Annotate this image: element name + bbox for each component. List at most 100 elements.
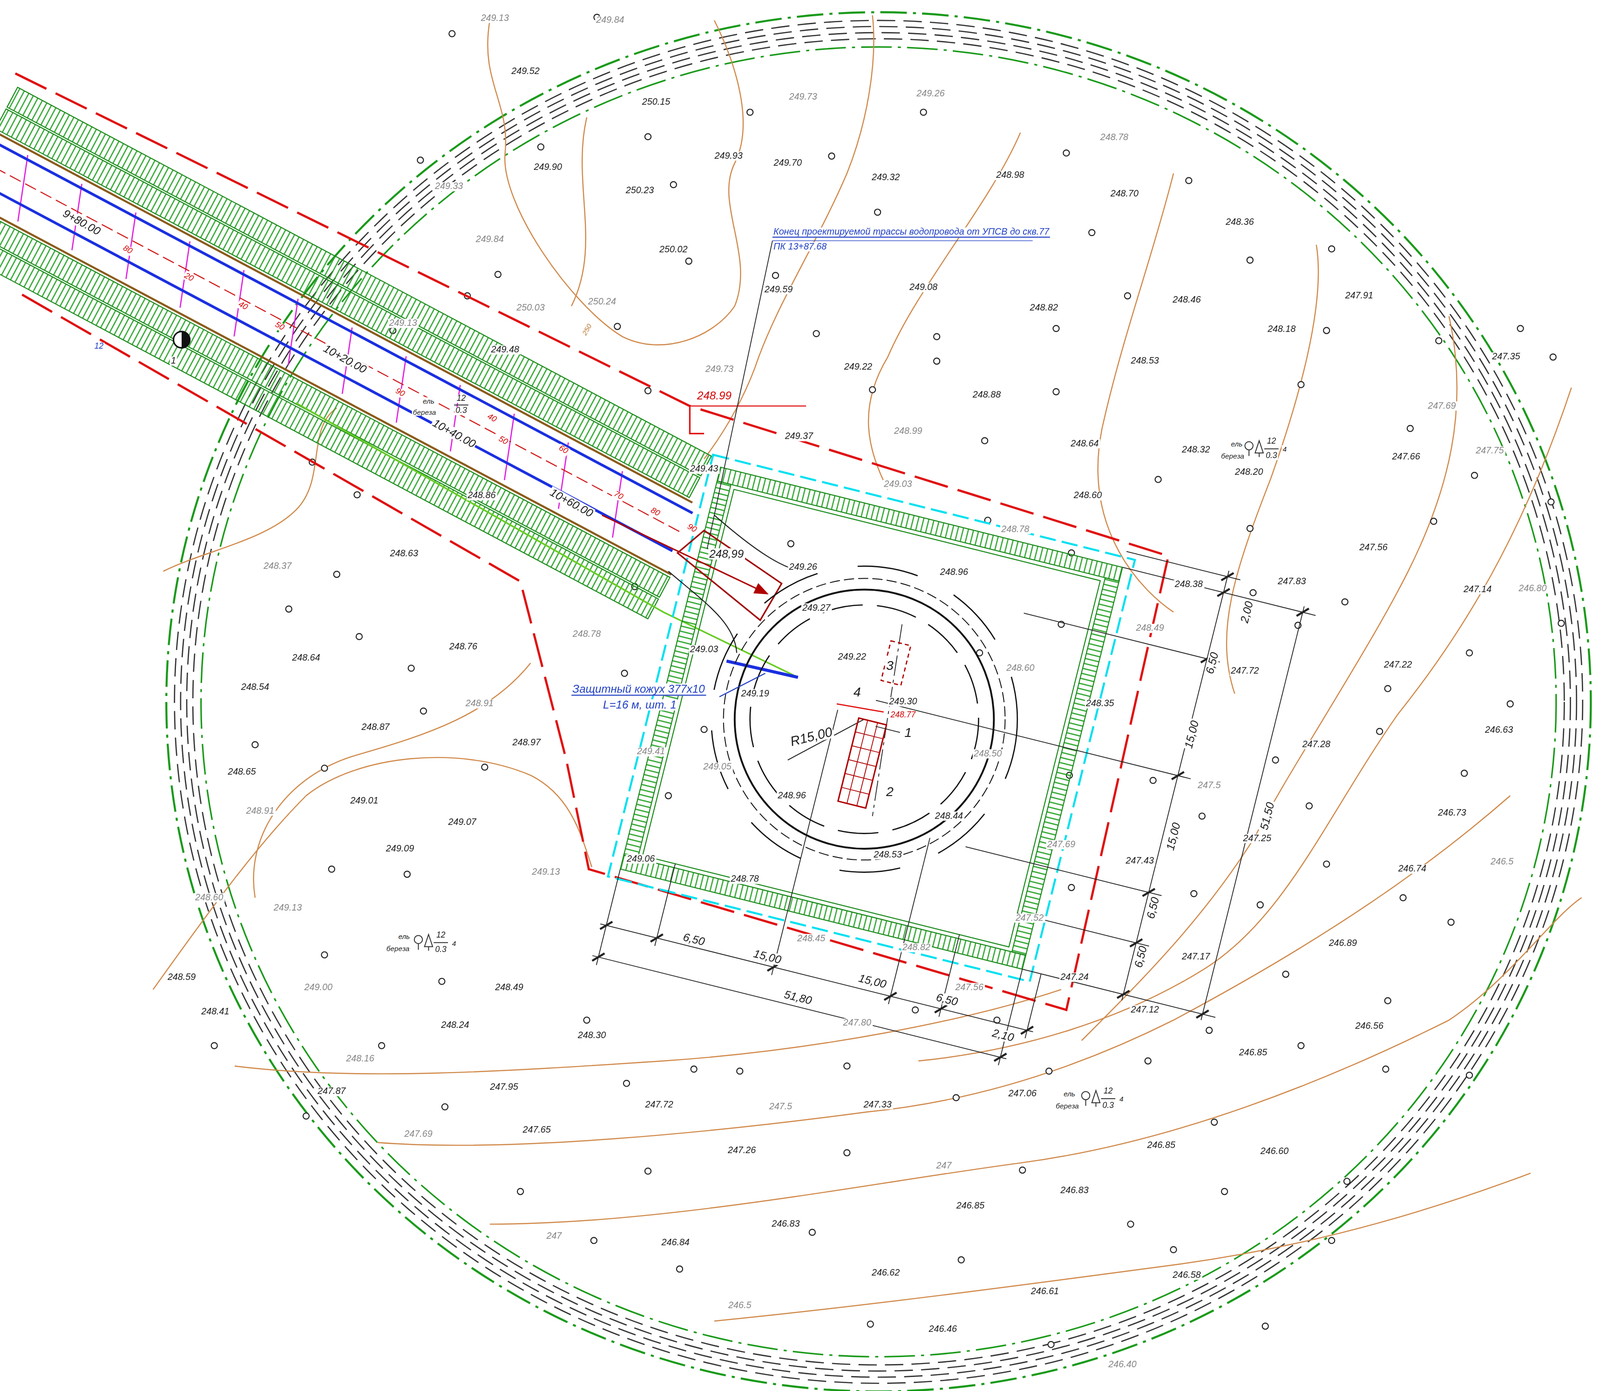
spot-elevation: 247.12: [1129, 1005, 1160, 1016]
spot-elevation: 248.65: [226, 767, 258, 778]
spot-elevation: 249.70: [772, 158, 803, 169]
spot-elevation: 248.64: [291, 653, 322, 664]
spot-elevation: 248.60: [1072, 491, 1104, 501]
spot-elevation: 246.62: [870, 1268, 902, 1279]
spot-elevation: 247.33: [862, 1100, 893, 1110]
spot-elevation: 246.73: [1437, 808, 1468, 819]
pipe-mark: 50: [272, 320, 287, 333]
spot-elevation: 247.75: [1474, 446, 1506, 456]
spot-elevation: 248.50: [972, 749, 1004, 760]
spot-elevation: 248.91: [244, 806, 276, 816]
spot-elevation: 247.69: [1046, 840, 1077, 850]
spot-elevation: 246.83: [770, 1220, 801, 1230]
spot-elevation: 249.00: [303, 983, 334, 993]
spot-elevation: 246.56: [1354, 1022, 1385, 1032]
marker-number: 1: [169, 356, 177, 367]
spot-elevation: 249.41: [636, 747, 667, 757]
pipe-mark: 90: [684, 522, 699, 536]
spot-elevation: 249.13: [387, 318, 419, 329]
dimension-label: 2,10: [989, 1027, 1017, 1045]
pipe-mark: 90: [393, 386, 407, 400]
spot-elevation: 248.78: [1099, 133, 1130, 143]
tree-note: 12: [1265, 437, 1277, 447]
spot-elevation: 248.38: [1173, 580, 1205, 590]
spot-elevation: 248.35: [1084, 699, 1116, 709]
tree-note: 0.3: [433, 945, 448, 955]
spot-elevation: 248.63: [388, 549, 420, 559]
tree-note: 4: [1281, 445, 1288, 453]
spot-elevation: 248.87: [360, 723, 391, 733]
spot-elevation: 247.56: [1358, 543, 1389, 553]
spot-elevation: 248.49: [1134, 623, 1166, 634]
spot-elevation: 246.40: [1107, 1360, 1138, 1370]
spot-elevation: 247.72: [644, 1100, 675, 1110]
spot-elevation: 247.91: [1343, 291, 1375, 301]
tree-note: береза: [1054, 1102, 1080, 1110]
spot-elevation: 247.56: [954, 983, 985, 993]
spot-elevation: 247.80: [841, 1018, 873, 1029]
dimension-label: 15,00: [751, 948, 784, 967]
spot-elevation: 248.86: [466, 491, 497, 501]
spot-elevation: 249.33: [433, 182, 465, 192]
spot-elevation: 247.24: [1059, 972, 1090, 983]
spot-elevation: 246.74: [1396, 864, 1428, 875]
spot-elevation: 248.99: [893, 427, 924, 437]
spot-elevation: 247: [935, 1161, 953, 1172]
spot-elevation: 246.85: [1238, 1048, 1269, 1058]
spot-elevation: 247.69: [403, 1130, 434, 1140]
callout-note: L=16 м, шт. 1: [602, 699, 678, 711]
spot-elevation: 250.02: [658, 245, 689, 255]
spot-elevation: 249.05: [702, 762, 733, 773]
spot-elevation: 249.22: [836, 652, 868, 662]
spot-elevation: 246.89: [1327, 939, 1358, 949]
spot-elevation: 249.01: [349, 796, 380, 806]
spot-elevation: 248.24: [440, 1020, 471, 1031]
spot-elevation: 247.72: [1229, 666, 1261, 677]
spot-elevation: 248.18: [1266, 325, 1297, 335]
spot-elevation: 248.91: [464, 699, 495, 709]
spot-elevation: 248.96: [776, 791, 807, 801]
spot-elevation: 246.5: [727, 1301, 753, 1311]
spot-elevation: 246.46: [927, 1324, 958, 1335]
spot-elevation: 248.82: [1028, 303, 1059, 313]
spot-elevation: 248.78: [1000, 524, 1031, 535]
spot-elevation: 248.77: [889, 711, 917, 720]
spot-elevation: 247.25: [1241, 833, 1273, 844]
spot-elevation: 249.03: [882, 480, 914, 490]
spot-elevation: 249.13: [530, 867, 562, 878]
spot-elevation: 249.19: [739, 689, 771, 699]
spot-elevation: 248.54: [239, 683, 271, 693]
dimension-label: 2,00: [1238, 599, 1256, 626]
tree-note: ель: [397, 933, 411, 941]
tree-note: береза: [412, 408, 438, 416]
spot-elevation: 247.17: [1180, 952, 1212, 963]
spot-elevation: 249.09: [385, 844, 416, 854]
dimension-label: 6,50: [1144, 894, 1162, 922]
spot-elevation: 249.27: [801, 603, 832, 613]
spot-elevation: 249.93: [713, 151, 744, 161]
tree-note: ель: [1229, 440, 1244, 448]
station-label: 10+60.00: [547, 486, 596, 520]
spot-elevation: 248.98: [995, 170, 1026, 181]
spot-elevation: 248.16: [345, 1054, 376, 1065]
spot-elevation: 248.49: [494, 983, 525, 993]
pipe-mark: 50: [496, 434, 510, 448]
spot-elevation: 248.70: [1109, 189, 1140, 199]
pipe-mark: 40: [236, 299, 250, 313]
spot-elevation: 246.60: [1259, 1147, 1290, 1157]
spot-elevation: 246.58: [1171, 1270, 1202, 1281]
spot-elevation: 249.22: [843, 362, 874, 373]
spot-elevation: 250.24: [587, 297, 618, 307]
dimension-label: 6,50: [934, 991, 961, 1009]
spot-elevation: 248.36: [1224, 217, 1255, 228]
dimension-label: 6,50: [680, 931, 707, 949]
spot-elevation: 247.06: [1007, 1089, 1038, 1099]
spot-elevation: 248.78: [571, 630, 603, 640]
spot-elevation: 249.26: [787, 562, 819, 573]
station-label: 9+80.00: [60, 207, 103, 238]
tree-note: береза: [385, 945, 411, 953]
spot-elevation: 247.28: [1301, 740, 1332, 750]
spot-elevation: 249.73: [787, 92, 819, 102]
